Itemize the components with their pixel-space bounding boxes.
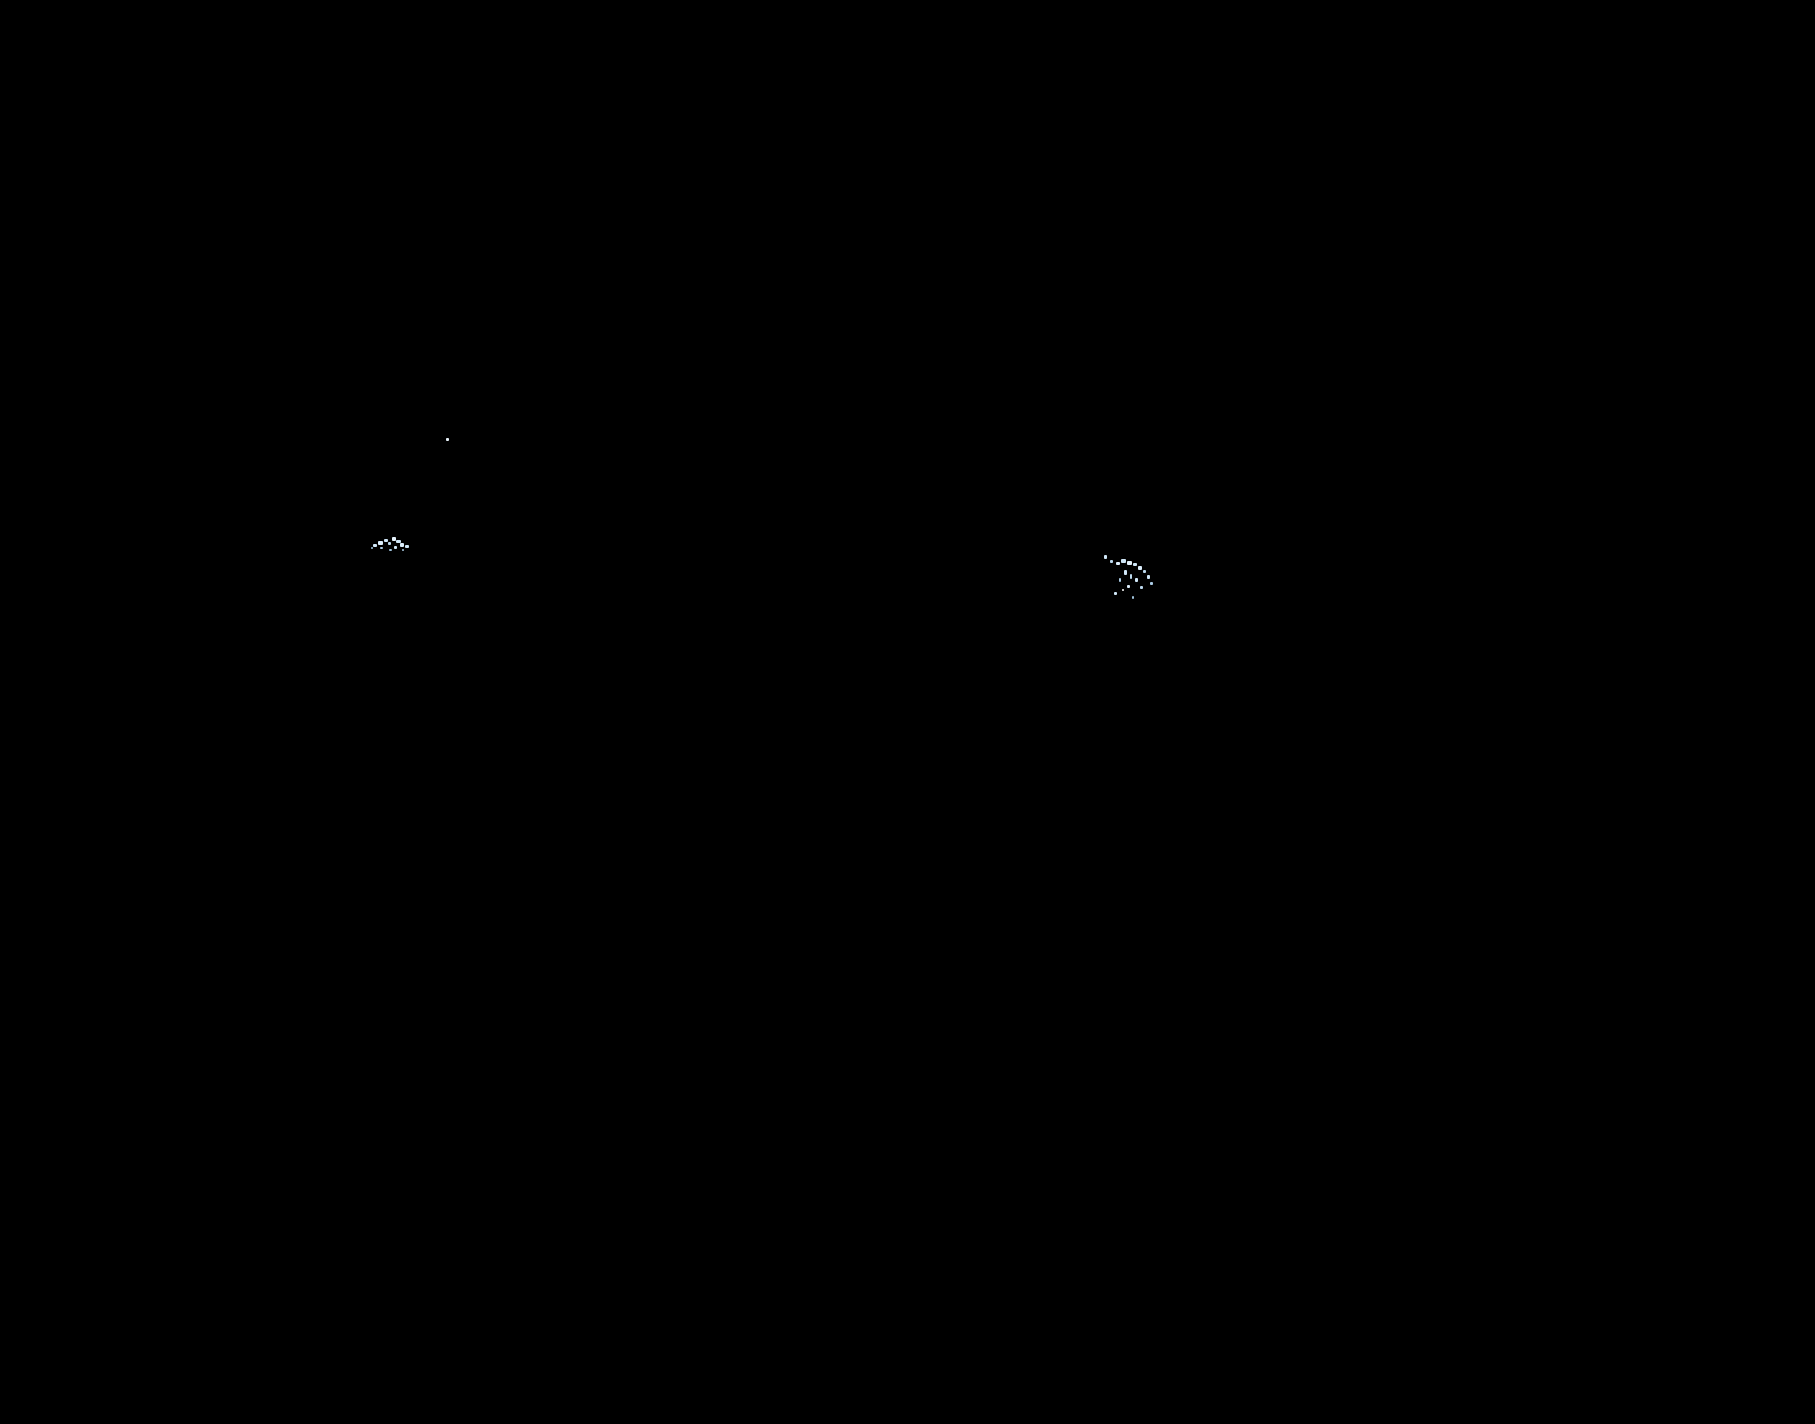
right-speckle-cluster-speckle (1124, 570, 1127, 575)
left-speckle-cluster-speckle (400, 543, 404, 547)
left-speckle-cluster-speckle (384, 539, 388, 542)
left-speckle-cluster-speckle (402, 549, 404, 551)
left-speckle-cluster-speckle (378, 541, 383, 545)
right-speckle-cluster-speckle (1140, 586, 1143, 589)
left-speckle-cluster-speckle (405, 545, 409, 548)
right-speckle-cluster-speckle (1121, 559, 1126, 563)
right-speckle-cluster-speckle (1116, 562, 1120, 565)
left-speckle-cluster-speckle (394, 546, 397, 549)
left-speckle-cluster-speckle (392, 537, 396, 541)
right-speckle-cluster-speckle (1143, 570, 1146, 573)
right-speckle-cluster-speckle (1130, 574, 1132, 579)
left-speckle-cluster-speckle (380, 547, 383, 549)
right-speckle-cluster-speckle (1122, 589, 1124, 591)
right-speckle-cluster-speckle (1132, 596, 1134, 599)
left-speckle-cluster-speckle (388, 542, 391, 545)
right-speckle-cluster-speckle (1127, 585, 1130, 588)
right-speckle-cluster-speckle (1138, 566, 1142, 570)
right-speckle-cluster-speckle (1114, 592, 1117, 595)
right-speckle-cluster-speckle (1147, 575, 1150, 579)
right-speckle-cluster-speckle (1133, 563, 1137, 566)
left-speckle-cluster-speckle (371, 547, 373, 549)
left-speckle-cluster-speckle (389, 549, 392, 551)
right-speckle-cluster-speckle (1150, 582, 1153, 585)
right-speckle-cluster-speckle (1110, 560, 1113, 563)
left-speckle-cluster-speckle (396, 540, 401, 543)
single-faint-dot-speckle (446, 438, 449, 441)
right-speckle-cluster-speckle (1127, 561, 1132, 565)
left-speckle-cluster-speckle (373, 544, 377, 547)
right-speckle-cluster-speckle (1104, 555, 1107, 559)
right-speckle-cluster-speckle (1135, 578, 1138, 582)
right-speckle-cluster-speckle (1119, 578, 1121, 582)
